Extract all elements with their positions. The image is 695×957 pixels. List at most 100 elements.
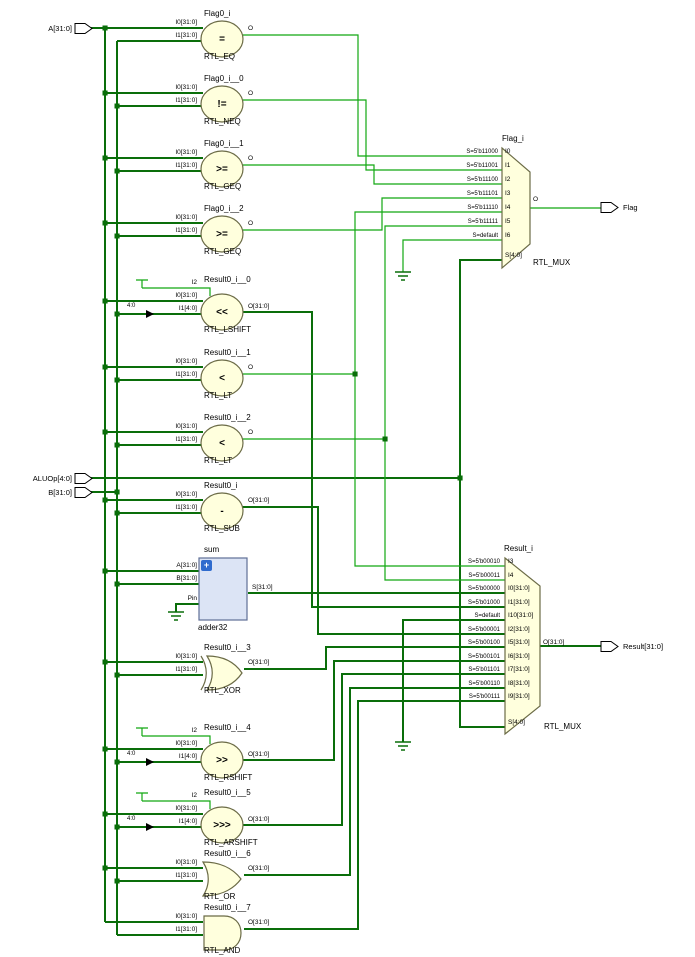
wire-lshift-i2-tie[interactable]	[136, 279, 211, 296]
mux-select-value: S=5'b00000	[467, 586, 500, 592]
slice-wedge-icon-rshift	[146, 758, 154, 766]
mux-select-value: S=5'b00011	[468, 573, 500, 579]
mux-select-value: S=5'b11111	[467, 219, 498, 225]
mux-sel-pin-label: S[4:0]	[505, 252, 522, 259]
mux-select-value: S=5'b01101	[468, 667, 500, 673]
port-result[interactable]: Result[31:0]	[600, 640, 694, 654]
geq-shape	[200, 215, 244, 253]
operator-glyph: =	[219, 33, 225, 45]
cell-type: RTL_ARSHIFT	[204, 838, 258, 847]
pin-cin-label: Pin	[187, 595, 197, 602]
mux-pin-label: I3	[508, 558, 514, 565]
wire-or-o[interactable]	[244, 687, 505, 876]
operator-glyph: >=	[216, 228, 228, 240]
mux-flag[interactable]: Flag_i S=5'b11000 S=5'b11001 S=5'b11100 …	[440, 130, 650, 280]
mux-pin-label: I9[31:0]	[508, 693, 530, 700]
cell-type: RTL_EQ	[204, 52, 235, 61]
wire-lshift-o[interactable]	[242, 311, 505, 608]
expand-icon[interactable]: +	[201, 560, 212, 571]
mux-select-value: S=5'b00101	[467, 654, 500, 660]
lt-shape	[200, 359, 244, 397]
pin-o-label: O[31:0]	[248, 816, 270, 823]
pin-i0-label: I0[31:0]	[175, 292, 197, 299]
slice-wedge-icon-arshift	[146, 823, 154, 831]
or-gate-icon	[201, 861, 242, 897]
port-a[interactable]: A[31:0]	[8, 22, 100, 36]
wire-lt1-o[interactable]	[242, 211, 505, 567]
wire-lt2-o[interactable]	[242, 225, 505, 581]
pin-i1-label: I1[31:0]	[175, 162, 197, 169]
pin-o-label: O	[533, 196, 539, 203]
lt-shape	[200, 424, 244, 462]
ground-icon-flag-mux	[395, 271, 411, 281]
pin-i0-label: I0[31:0]	[175, 805, 197, 812]
mux-trapezoid-shape	[501, 146, 531, 270]
instance-name: Flag0_i__0	[204, 74, 244, 83]
mux-pin-label: I2[31:0]	[508, 626, 530, 633]
instance-name: Result0_i	[204, 481, 238, 490]
mux-select-value: S=default	[472, 233, 498, 239]
wire-geq1-o[interactable]	[242, 164, 502, 185]
wire-flag-default-gnd[interactable]	[402, 239, 502, 272]
port-result-label: Result[31:0]	[623, 642, 664, 651]
lshift-shape	[200, 293, 244, 331]
mux-pin-label: I2	[505, 176, 511, 183]
mux-pin-label: I1[31:0]	[508, 599, 530, 606]
port-b[interactable]: B[31:0]	[8, 486, 100, 500]
cell-type: RTL_LSHIFT	[204, 325, 251, 334]
pin-o-label: O	[248, 155, 254, 162]
port-aluop[interactable]: ALUOp[4:0]	[8, 472, 100, 486]
operator-glyph: <	[219, 437, 225, 449]
mux-pin-label: I0[31:0]	[508, 585, 530, 592]
mux-select-value: S=5'b11110	[467, 205, 498, 211]
pin-o-label: O[31:0]	[248, 751, 270, 758]
wire-a-bus[interactable]	[91, 27, 203, 923]
pin-b-label: B[31:0]	[176, 575, 197, 582]
wire-rshift-i2-tie[interactable]	[136, 727, 211, 744]
cell-type: RTL_GEQ	[204, 182, 242, 191]
wire-arshift-o[interactable]	[242, 673, 505, 826]
wire-adder-cin-gnd[interactable]	[175, 603, 200, 612]
pin-o-label: O[31:0]	[248, 865, 270, 872]
and-gate-icon	[203, 915, 242, 951]
wire-result-default-gnd[interactable]	[402, 619, 505, 742]
wire-and-o[interactable]	[244, 700, 505, 930]
rshift-shape	[200, 741, 244, 779]
pin-o-label: O	[248, 90, 254, 97]
wire-rshift-o[interactable]	[242, 660, 505, 761]
wire-b-bus[interactable]	[91, 40, 203, 936]
instance-name: Result0_i__7	[204, 903, 251, 912]
port-flag-label: Flag	[623, 203, 638, 212]
cell-type: adder32	[198, 623, 228, 632]
mux-pin-label: I3	[505, 190, 511, 197]
pin-i2-label: I2	[191, 727, 197, 734]
pin-i1-label: I1[31:0]	[175, 926, 197, 933]
wire-xor-o[interactable]	[244, 646, 505, 670]
instance-name: sum	[204, 545, 220, 554]
wire-sub-o[interactable]	[242, 506, 505, 635]
pin-i0-label: I0[31:0]	[175, 859, 197, 866]
slice-wedge-icon-lshift	[146, 310, 154, 318]
wire-neq-o[interactable]	[242, 99, 502, 171]
instance-name: Result0_i__1	[204, 348, 251, 357]
wire-aluop-select[interactable]	[91, 259, 505, 728]
operator-glyph: >>	[216, 754, 228, 766]
mux-pin-label: I5	[505, 218, 511, 225]
mux-select-value: S=5'b00111	[468, 694, 500, 700]
wire-arshift-i2-tie[interactable]	[136, 792, 211, 809]
geq-shape	[200, 150, 244, 188]
pin-i1-label: I1[4:0]	[178, 818, 197, 825]
mux-select-value: S=5'b11100	[466, 177, 498, 183]
port-flag[interactable]: Flag	[600, 201, 690, 215]
instance-name: Result_i	[504, 544, 533, 553]
pin-i0-label: I0[31:0]	[175, 19, 197, 26]
ground-icon-adder	[168, 611, 184, 621]
pin-o-label: O[31:0]	[248, 919, 270, 926]
wire-geq2-o[interactable]	[242, 197, 502, 231]
mux-select-value: S=5'b00110	[468, 681, 500, 687]
mux-result[interactable]: Result_i S=5'b00010 S=5'b00011 S=5'b0000…	[440, 540, 650, 740]
wire-eq-o[interactable]	[242, 34, 502, 157]
instance-name: Flag_i	[502, 134, 524, 143]
slice-range-label: 4:0	[127, 751, 136, 757]
